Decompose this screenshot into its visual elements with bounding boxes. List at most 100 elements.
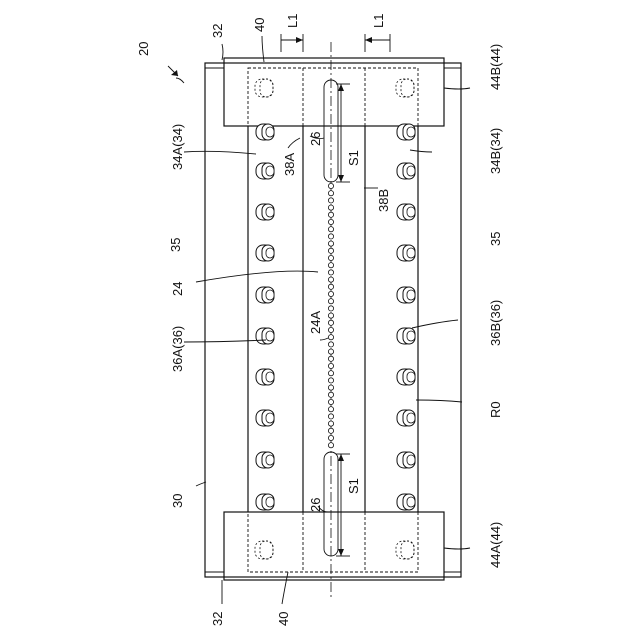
label-side-right: 35 (488, 232, 503, 246)
ball (328, 219, 333, 224)
cap-pad (255, 79, 273, 97)
ball (328, 313, 333, 318)
ball (328, 407, 333, 412)
fig-ref-arrowhead (171, 70, 178, 76)
label-center-balls: 24A (308, 311, 323, 334)
ball (328, 227, 333, 232)
label-slot-bottom: 26 (308, 498, 323, 512)
width-dimension-right (365, 34, 390, 52)
ball (328, 435, 333, 440)
pin (256, 124, 274, 140)
ball (328, 255, 333, 260)
label-top-width-right: L1 (371, 14, 386, 28)
ball (328, 270, 333, 275)
ball (328, 241, 333, 246)
pin (397, 124, 415, 140)
ball (328, 320, 333, 325)
ball (328, 349, 333, 354)
slot-bottom (324, 452, 338, 556)
label-pins-left: 36A(36) (170, 326, 185, 372)
pin (397, 410, 415, 426)
cap-pad (255, 541, 273, 559)
ball (328, 428, 333, 433)
pin (256, 287, 274, 303)
label-terminal-row-left: 34A(34) (170, 124, 185, 170)
pin (397, 163, 415, 179)
pin (397, 494, 415, 510)
pin (256, 163, 274, 179)
label-cap-bottom: 44A(44) (488, 522, 503, 568)
pin-column-right (397, 124, 415, 510)
label-slot-top: 26 (308, 132, 323, 146)
ball (328, 291, 333, 296)
label-fig-ref: 20 (136, 42, 151, 56)
pin (397, 204, 415, 220)
ball (328, 183, 333, 188)
ball (328, 248, 333, 253)
ball (328, 205, 333, 210)
cap-pads (255, 79, 414, 559)
slot-top (324, 80, 338, 182)
cap-pad (396, 79, 414, 97)
pin (397, 245, 415, 261)
label-center-line: 24 (170, 282, 185, 296)
ball (328, 327, 333, 332)
ball (328, 363, 333, 368)
pin (397, 452, 415, 468)
width-dimension-left (281, 34, 303, 52)
pin (256, 494, 274, 510)
main-body (205, 63, 461, 577)
label-top-width-left: L1 (285, 14, 300, 28)
pin (397, 328, 415, 344)
ball (328, 263, 333, 268)
ball (328, 342, 333, 347)
pin-column-left (256, 124, 274, 510)
label-bottom-block-dashed: 40 (276, 612, 291, 626)
label-side-left: 35 (168, 238, 183, 252)
center-ball-chain (328, 183, 333, 447)
label-body: 30 (170, 494, 185, 508)
ball (328, 392, 333, 397)
ball (328, 356, 333, 361)
ball (328, 191, 333, 196)
cap-pad (396, 541, 414, 559)
label-channel-left: 38A (282, 153, 297, 176)
pin (397, 287, 415, 303)
pin (256, 204, 274, 220)
label-channel-right: 38B (376, 189, 391, 212)
labels: 20 32 40 L1 L1 44B(44) 34A(34) 38A 26 S1… (136, 14, 503, 626)
leader-lines (176, 36, 470, 604)
label-pins-right: 36B(36) (488, 300, 503, 346)
label-terminal-row-right: 34B(34) (488, 128, 503, 174)
ball (328, 443, 333, 448)
label-top-block-dashed: 40 (252, 18, 267, 32)
ball (328, 306, 333, 311)
ball (328, 399, 333, 404)
bottom-cap-block (224, 512, 444, 580)
ball (328, 277, 333, 282)
ball (328, 421, 333, 426)
ball (328, 212, 333, 217)
pin (256, 452, 274, 468)
label-cap-top: 44B(44) (488, 44, 503, 90)
ball (328, 385, 333, 390)
ball (328, 284, 333, 289)
pin (256, 245, 274, 261)
pin (256, 410, 274, 426)
label-region: R0 (488, 401, 503, 418)
ball (328, 414, 333, 419)
ball (328, 371, 333, 376)
ball (328, 234, 333, 239)
ball (328, 378, 333, 383)
label-gap-top: S1 (346, 150, 361, 166)
ball (328, 198, 333, 203)
ball (328, 299, 333, 304)
ball (328, 335, 333, 340)
label-gap-bottom: S1 (346, 478, 361, 494)
label-top-end: 32 (210, 24, 225, 38)
pin (256, 369, 274, 385)
pin (256, 328, 274, 344)
top-cap-block (224, 58, 444, 126)
label-bottom-end: 32 (210, 612, 225, 626)
